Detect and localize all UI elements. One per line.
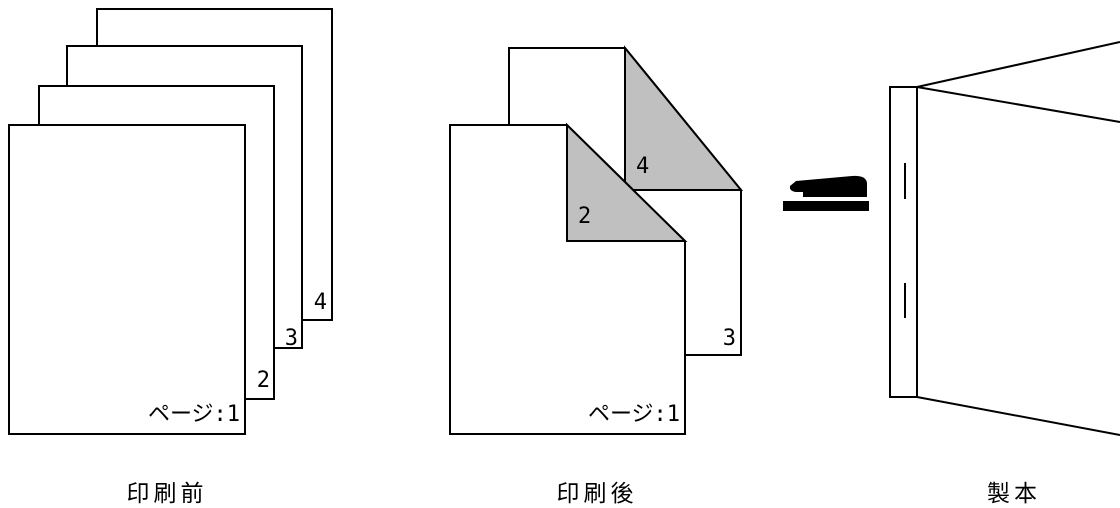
bound-booklet xyxy=(889,41,1120,436)
caption-before-print: 印刷前 xyxy=(127,481,208,507)
booklet-spine xyxy=(889,86,918,398)
after-print-sheets: 4 3 2 ページ:1 xyxy=(449,45,744,435)
caption-binding: 製本 xyxy=(987,481,1041,507)
back-fold-label: 4 xyxy=(636,154,649,179)
sheet-1-label: ページ:1 xyxy=(148,402,240,427)
sheet-2-label: 2 xyxy=(257,368,270,393)
sheet-3-label: 3 xyxy=(285,326,298,351)
booklet-lower-edge xyxy=(916,396,1120,436)
front-sheet-folded-corner xyxy=(566,122,688,242)
front-fold-label: 2 xyxy=(578,204,591,229)
sheet-1 xyxy=(8,124,246,435)
back-sheet-label: 3 xyxy=(723,326,736,351)
front-sheet-label: ページ:1 xyxy=(588,402,680,427)
sheet-4-label: 4 xyxy=(314,290,327,315)
booklet-top-cover xyxy=(916,41,1120,88)
back-sheet-folded-corner xyxy=(624,45,744,191)
caption-after-print: 印刷後 xyxy=(557,481,638,507)
stapler-icon xyxy=(783,175,869,211)
booklet-inner-edge xyxy=(916,86,1120,123)
before-print-stack: 4 3 2 ページ:1 xyxy=(8,8,333,435)
